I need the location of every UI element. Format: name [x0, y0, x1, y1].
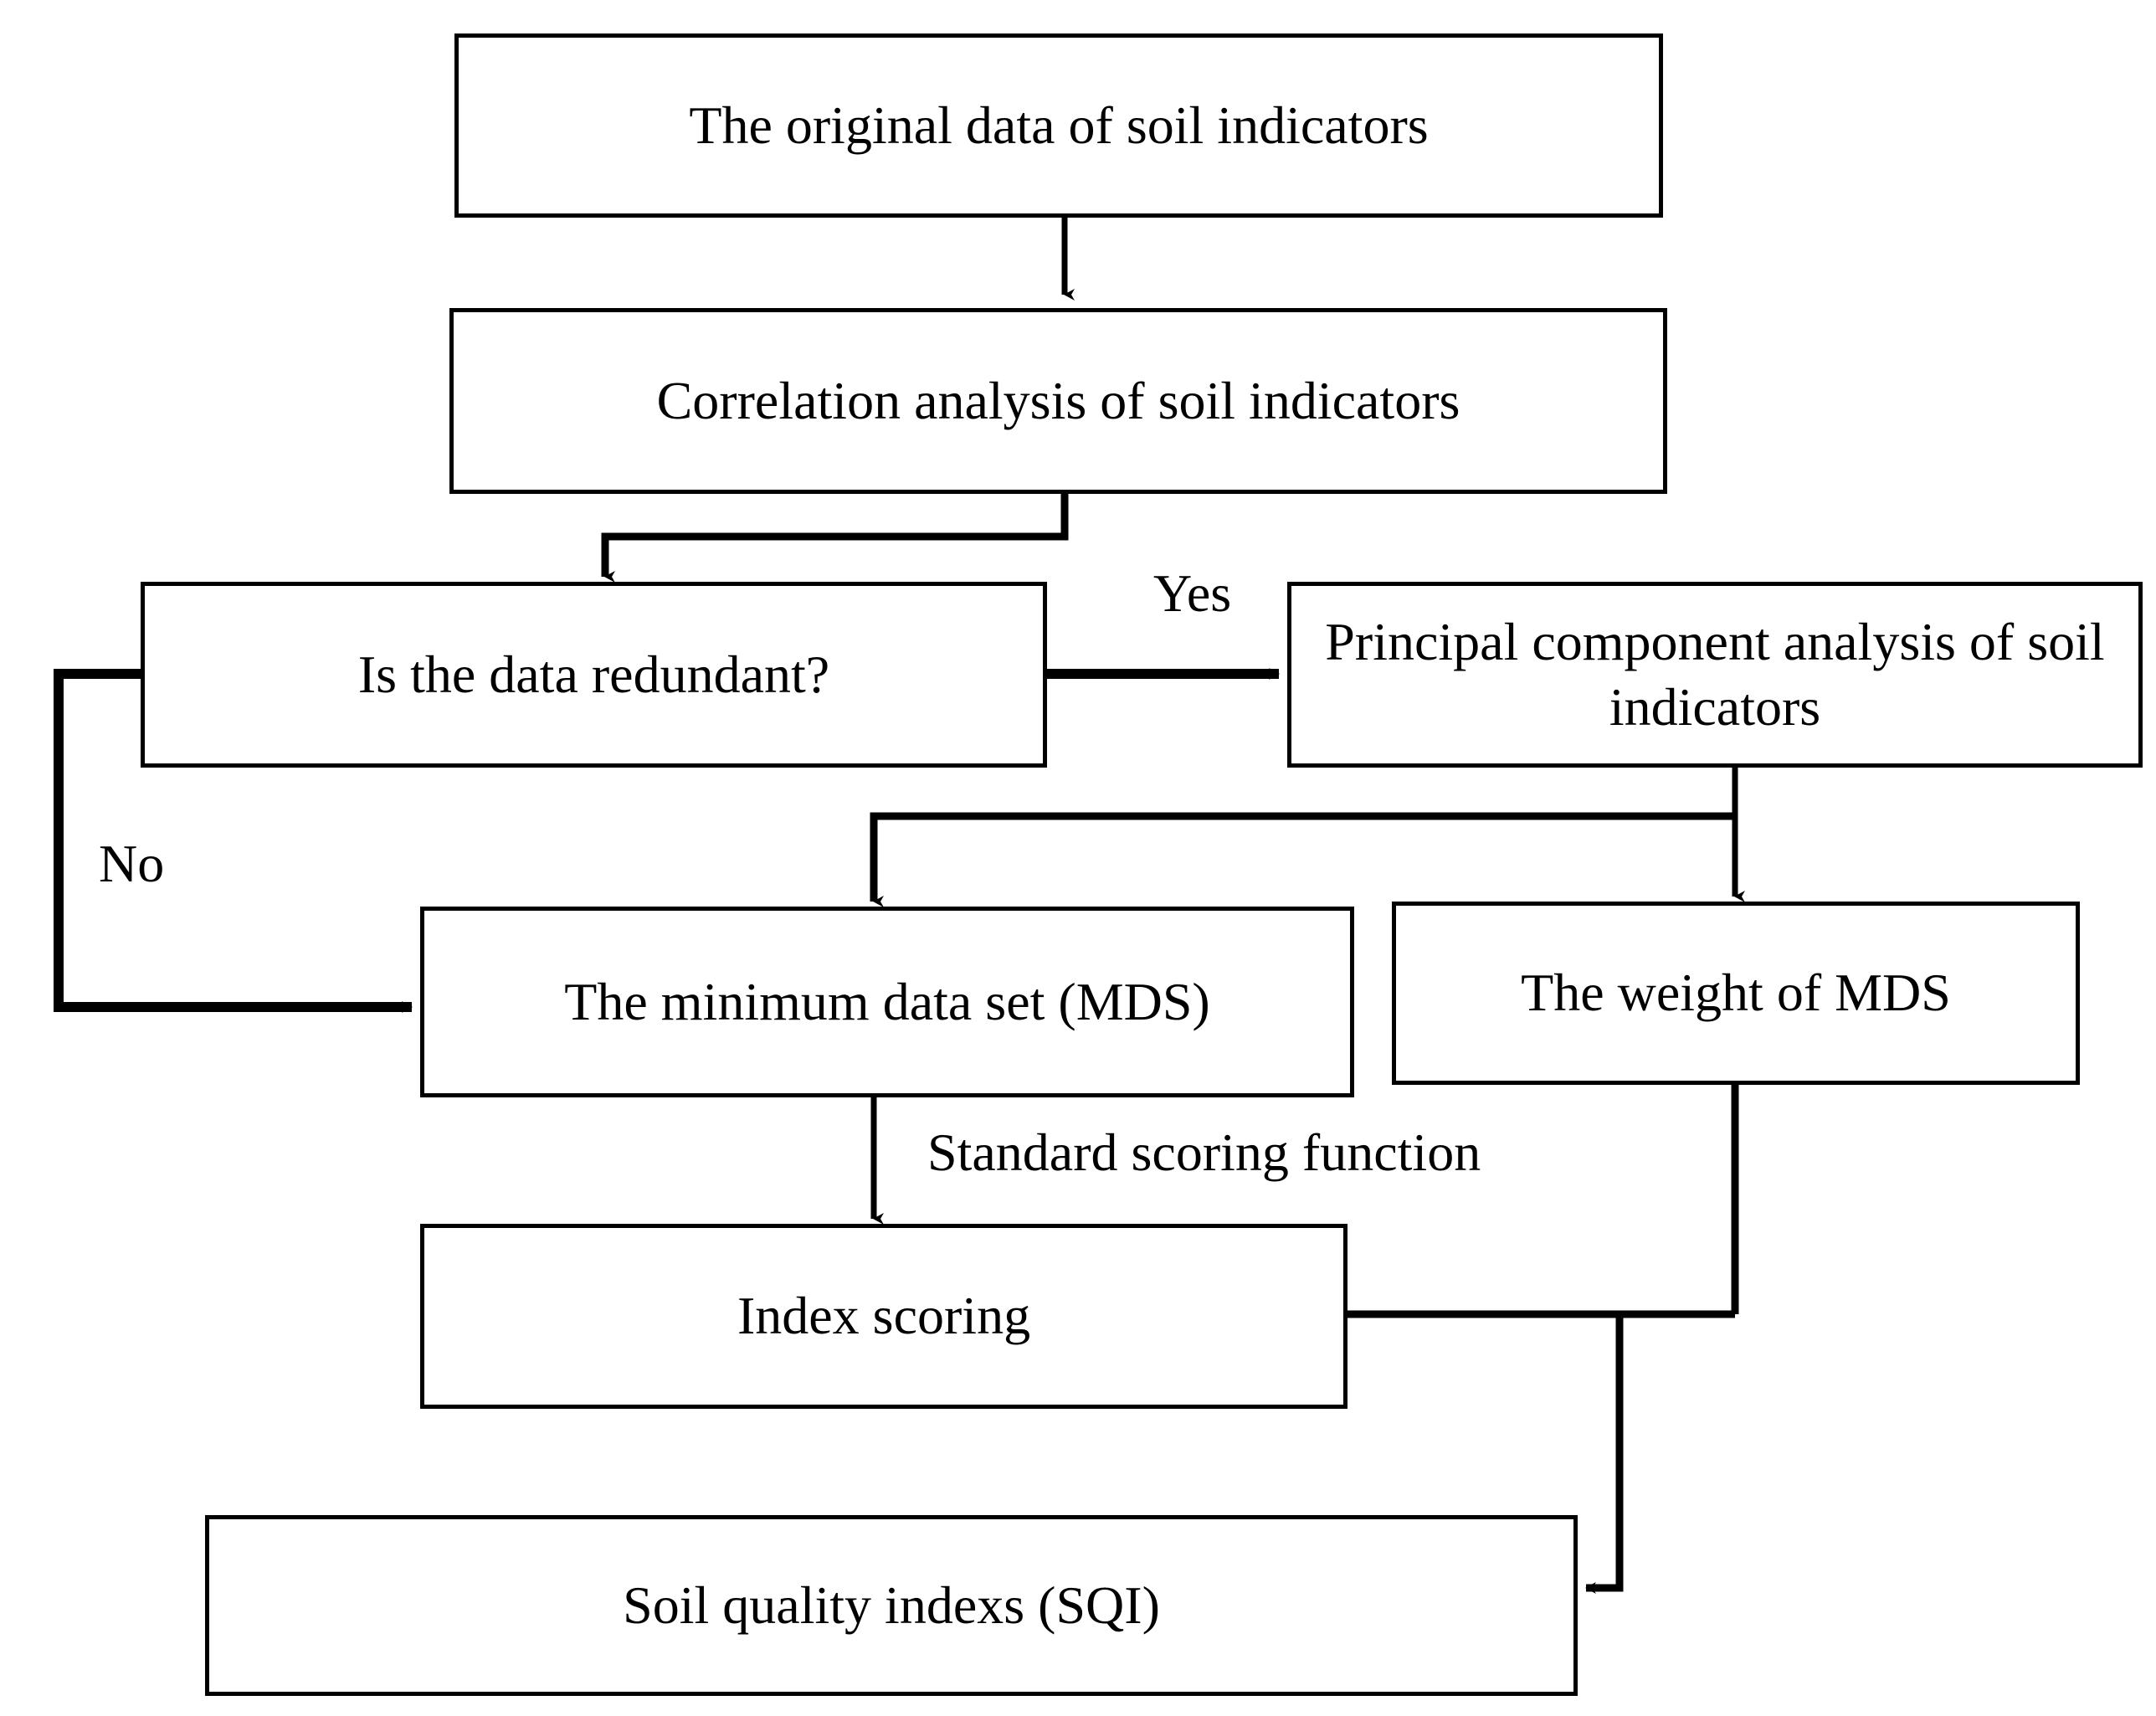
node-principal-component-analysis[interactable]: Principal component analysis of soil ind…: [1287, 582, 2143, 768]
node-index-scoring[interactable]: Index scoring: [420, 1224, 1348, 1409]
node-decision-data-redundant[interactable]: Is the data redundant?: [141, 582, 1047, 768]
edge-label-yes: Yes: [1153, 563, 1231, 624]
node-soil-quality-index[interactable]: Soil quality indexs (SQI): [205, 1515, 1578, 1696]
node-decision-data-redundant-label: Is the data redundant?: [357, 644, 830, 704]
edge-label-no: No: [99, 833, 164, 895]
node-weight-of-mds[interactable]: The weight of MDS: [1392, 902, 2080, 1085]
edge-label-standard-scoring-function-text: Standard scoring function: [927, 1123, 1481, 1182]
node-minimum-data-set[interactable]: The minimum data set (MDS): [420, 907, 1354, 1097]
node-principal-component-analysis-label: Principal component analysis of soil ind…: [1325, 611, 2105, 737]
node-correlation-analysis-label: Correlation analysis of soil indicators: [656, 370, 1460, 430]
edge-pca-to-mds: [870, 812, 1735, 907]
node-correlation-analysis[interactable]: Correlation analysis of soil indicators: [449, 308, 1667, 494]
edge-label-no-text: No: [99, 834, 165, 893]
edge-label-yes-text: Yes: [1153, 563, 1232, 623]
node-soil-quality-index-label: Soil quality indexs (SQI): [623, 1575, 1160, 1635]
node-weight-of-mds-label: The weight of MDS: [1521, 963, 1951, 1023]
edge-correlation-to-decision: [601, 492, 1069, 583]
edge-label-standard-scoring-function: Standard scoring function: [927, 1122, 1481, 1184]
node-original-data[interactable]: The original data of soil indicators: [454, 33, 1663, 218]
node-minimum-data-set-label: The minimum data set (MDS): [564, 971, 1210, 1031]
node-original-data-label: The original data of soil indicators: [689, 95, 1429, 155]
node-index-scoring-label: Index scoring: [737, 1286, 1031, 1346]
